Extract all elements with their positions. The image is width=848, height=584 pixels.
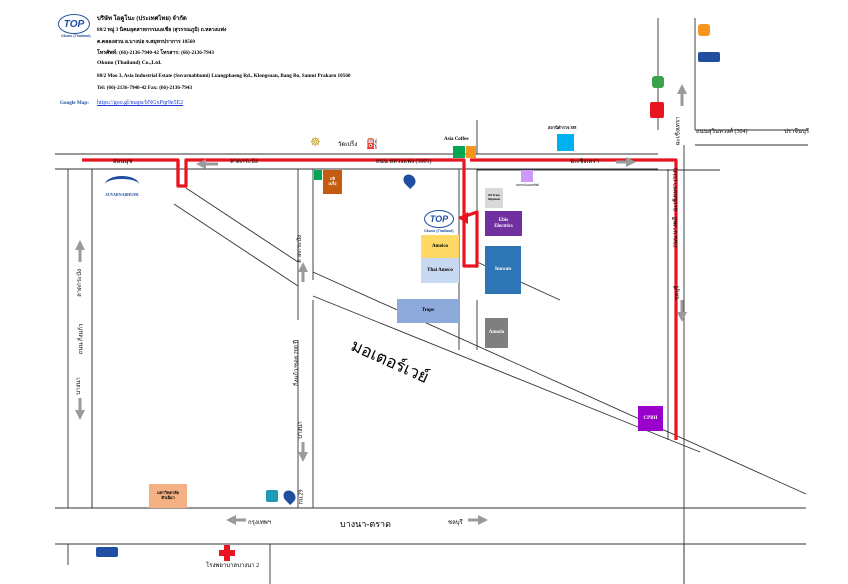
road-line — [312, 271, 807, 495]
company-logo-sub: Okuno (Thailand) — [61, 34, 91, 38]
arrow-right — [478, 515, 488, 525]
road-label-left-bottom: บางนา — [75, 377, 82, 395]
thai-ameco-box: Thai Ameco — [421, 258, 459, 283]
route-line — [470, 158, 678, 440]
road-label-left-mid: ถนน กิ่งแก้ว — [78, 323, 85, 355]
kasikorn-box: กสิ เบร็ง — [323, 170, 342, 194]
road-label-314: ถนน บางพลี - ฉะเชิงเทรา (314) — [672, 168, 679, 248]
road-label-on-nut: อ่อนนุช — [113, 159, 133, 165]
arrow-up — [298, 262, 308, 272]
road-label-mid-top: ลาดกระบัง — [296, 235, 303, 263]
trope-box: Trope — [397, 299, 459, 323]
kasikorn-label: กสิ เบร็ง — [328, 176, 337, 186]
google-map-label: Google Map: — [60, 100, 89, 106]
park-icon — [652, 76, 664, 88]
top-office-logo: TOP — [424, 210, 454, 228]
company-logo-text: TOP — [63, 18, 85, 30]
road-label-chachoengsao: ฉะเชิงเทรา — [570, 159, 599, 165]
google-map-link[interactable]: https://goo.gl/maps/bNGxPqr9e5E2 — [97, 100, 184, 106]
road-label-mid-mid: กิ่งแก้ว/ซอย 200 ปี — [294, 339, 301, 387]
inowan-label: Inowan — [494, 267, 512, 272]
bank-icon — [266, 490, 278, 502]
wat-icon: ☸ — [310, 135, 321, 149]
seven-eleven-small-icon — [314, 170, 322, 180]
road-label-km29: กม.29 — [298, 489, 305, 505]
wat-label: วัดเปร็ง — [338, 142, 358, 148]
company-logo: TOP — [58, 14, 90, 34]
arrow-right — [626, 157, 636, 167]
top-right-icon-2 — [698, 52, 720, 62]
oil-trans-box: Oil Trans Shipment — [485, 188, 503, 208]
pink-box — [521, 170, 533, 182]
road-label-chonburi: ชลบุรี — [448, 520, 463, 526]
cpbh-box: CPBH — [638, 406, 663, 431]
arrow-down — [677, 312, 687, 322]
arrow-left — [196, 159, 206, 169]
thai-ameco-label: Thai Ameco — [427, 267, 453, 273]
arrow-up — [677, 84, 687, 94]
road-label-lat-krabang: ลาดกระบัง — [230, 159, 258, 165]
road-label-chachoengsao-v: ฉะเชิงเทรา — [675, 116, 682, 146]
road-line — [312, 295, 701, 453]
ebis-label: Ebis Electrics — [494, 217, 513, 229]
amoda-box: Amoda — [485, 318, 508, 348]
top-office-logo-sub: Okuno (Thailand) — [424, 229, 454, 233]
inowan-box: Inowan — [485, 246, 521, 294]
phone-th: โทรศัพท์: (66)-2136-7940-42 โทรสาร: (66)… — [97, 50, 214, 56]
arrow-down — [75, 410, 85, 420]
route-arrow-head — [458, 212, 468, 224]
gas-station-icon: ⛽ — [366, 139, 379, 150]
top-right-icon-1 — [698, 24, 710, 36]
university-label: มหาวิทยาลัย หัวเฉียว — [157, 490, 179, 500]
seven-eleven-icon-2 — [466, 146, 476, 158]
road-label-luang-phaeng: ถนน หลวงแพ่ง (3001) — [376, 159, 432, 165]
road-label-bangna-trat: บางนา-ตราด — [340, 519, 391, 529]
ameico-box: Ameico — [421, 235, 459, 258]
suvarnabhumi-logo-text: SUVARNABHUMI — [105, 192, 139, 198]
asia-coffee-label: Asia Coffee — [444, 137, 469, 142]
road-line — [185, 187, 299, 263]
hospital-cross-icon — [219, 545, 235, 561]
university-box: มหาวิทยาลัย หัวเฉียว — [149, 484, 187, 508]
road-label-mid-bottom: บางนา — [297, 421, 304, 439]
road-line — [173, 203, 299, 287]
road-label-chonburi-v: ชลบุรี — [674, 285, 681, 301]
trope-label: Trope — [421, 308, 435, 313]
police-box — [557, 134, 574, 151]
top-office-logo-text: TOP — [429, 214, 449, 224]
address-th-2: ต.คลองสวน อ.บางบ่อ จ.สมุทรปราการ 10560 — [97, 39, 195, 45]
shop-icon — [650, 102, 664, 118]
road-label-prachinburi: ปราจีนบุรี — [784, 129, 810, 135]
address-th-1: 88/2 หมู่ 3 นิคมอุตสาหกรรมเอเชีย (สุวรรณ… — [97, 27, 227, 33]
ebis-box: Ebis Electrics — [485, 211, 522, 236]
ameico-label: Ameico — [431, 243, 449, 249]
phone-en: Tel: (66)-2136-7940-42 Fax: (66)-2136-79… — [97, 85, 193, 91]
company-name-en: Okuno (Thailand) Co.,Ltd. — [97, 60, 162, 66]
cpbh-label: CPBH — [643, 415, 658, 421]
bottom-left-sign — [96, 547, 118, 557]
arrow-up — [75, 240, 85, 250]
arrow-left — [226, 515, 236, 525]
road-label-suwinthawong: ถนนสุวินทวงศ์ (304) — [696, 129, 748, 135]
road-label-bangkok: กรุงเทพฯ — [248, 520, 272, 526]
hospital-label: โรงพยาบาลบางนา 2 — [206, 563, 260, 569]
arrow-down — [298, 452, 308, 462]
pink-label: สหกรณ์ออมทรัพย์ — [516, 183, 539, 187]
suvarnabhumi-logo: SUVARNABHUMI — [100, 172, 144, 202]
seven-eleven-icon — [453, 146, 465, 158]
company-name-th: บริษัท โอคูโนะ (ประเทศไทย) จำกัด — [97, 16, 187, 22]
address-en: 88/2 Moo 3, Asia Industrial Estate (Suva… — [97, 73, 351, 79]
amoda-label: Amoda — [488, 330, 505, 335]
oil-trans-label: Oil Trans Shipment — [487, 193, 501, 201]
police-label: สถานีตำรวจ 388 — [548, 125, 577, 130]
road-label-left-top: ลาดกระบัง — [76, 269, 83, 297]
